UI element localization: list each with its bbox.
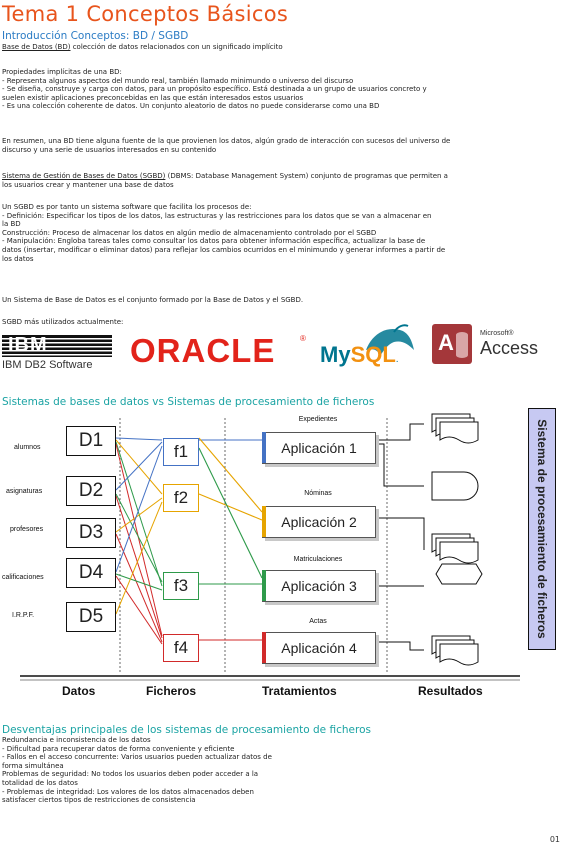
access-icon: A [432, 324, 472, 364]
props-item: - Se diseña, construye y carga con datos… [2, 85, 427, 94]
disadv-item: - Fallos en el acceso concurrente: Vario… [2, 753, 272, 762]
process-line: Un SGBD es por tanto un sistema software… [2, 203, 252, 211]
props-heading: Propiedades implícitas de una BD: [2, 68, 122, 76]
props-item: - Es una colección coherente de datos. U… [2, 102, 380, 111]
ibm-mark: IBM [8, 334, 48, 356]
fichero-box: f2 [163, 484, 199, 512]
process-line: - Manipulación: Engloba tareas tales com… [2, 237, 426, 246]
disadv-item: forma simultánea [2, 761, 64, 770]
bd-term: Base de Datos (BD) [2, 43, 71, 51]
app-box: Aplicación 3 [262, 570, 376, 602]
oracle-registered-icon: ® [300, 334, 306, 343]
app-box: Aplicación 4 [262, 632, 376, 664]
app-accent [262, 570, 266, 601]
props-block: Propiedades implícitas de una BD: - Repr… [2, 68, 427, 111]
app-accent [262, 432, 266, 463]
fichero-box: f3 [163, 572, 199, 600]
fichero-box: f4 [163, 634, 199, 662]
mysql-wordmark: MySQL. [320, 342, 399, 368]
datos-box: D4 [66, 558, 116, 588]
process-line: la BD [2, 220, 21, 229]
disadv-block: Redundancia e inconsistencia de los dato… [2, 736, 272, 805]
ibm-stripe-graphic [2, 335, 112, 357]
summary-block: En resumen, una BD tiene alguna fuente d… [2, 137, 450, 154]
access-logo: A Microsoft® Access [430, 320, 542, 368]
footer-label: Tratamientos [262, 684, 337, 698]
bd-def: colección de datos relacionados con un s… [70, 43, 283, 51]
props-item: - Representa algunos aspectos del mundo … [2, 76, 354, 85]
datos-box: D3 [66, 518, 116, 548]
app-accent [262, 506, 266, 537]
props-item: suelen existir aplicaciones preconcebida… [2, 93, 304, 102]
system-sentence: Un Sistema de Base de Datos es el conjun… [2, 296, 304, 304]
diagram-lines [20, 413, 520, 681]
summary-line: discurso y una serie de usuarios interes… [2, 145, 217, 154]
intro-heading: Introducción Conceptos: BD / SGBD [2, 30, 189, 42]
datos-label: calificaciones [2, 574, 44, 581]
page-number: 01 [549, 835, 560, 844]
mysql-my: My [320, 342, 351, 367]
disadv-item: totalidad de los datos [2, 778, 78, 787]
oracle-logo: ORACLE [130, 332, 276, 369]
footer-label: Resultados [418, 684, 483, 698]
footer-label: Datos [62, 684, 96, 698]
access-db-cylinder [456, 332, 468, 358]
app-box: Aplicación 2 [262, 506, 376, 538]
mysql-logo: MySQL. [318, 320, 418, 370]
datos-box: D5 [66, 602, 116, 632]
access-name: Access [480, 338, 539, 358]
datos-label: I.R.P.F. [12, 612, 35, 619]
page-title: Tema 1 Conceptos Básicos [2, 2, 289, 26]
ibm-stripes: IBM [2, 334, 112, 357]
file-processing-diagram: alumnos D1 asignaturas D2 profesores D3 … [0, 410, 566, 700]
sgbd-line2: los usuarios crear y mantener una base d… [2, 180, 174, 189]
disadv-item: - Dificultad para recuperar datos de for… [2, 744, 235, 753]
datos-label: alumnos [14, 444, 41, 451]
mysql-sql: SQL [350, 342, 396, 367]
sgbd-term: Sistema de Gestión de Bases de Datos (SG… [2, 172, 166, 180]
process-line: - Definición: Especificar los tipos de l… [2, 211, 432, 220]
app-box: Aplicación 1 [262, 432, 376, 464]
process-block: Un SGBD es por tanto un sistema software… [2, 203, 445, 263]
footer-label: Ficheros [146, 684, 197, 698]
datos-box: D1 [66, 426, 116, 456]
access-letter: A [438, 330, 454, 355]
app-label: Nóminas [304, 490, 332, 497]
process-line: los datos [2, 254, 34, 263]
fichero-box: f1 [163, 438, 199, 466]
mysql-dot: . [395, 355, 399, 365]
disadv-item: Redundancia e inconsistencia de los dato… [2, 736, 151, 744]
bd-definition: Base de Datos (BD) colección de datos re… [2, 43, 283, 52]
app-accent [262, 632, 266, 663]
sgbd-block: Sistema de Gestión de Bases de Datos (SG… [2, 172, 448, 189]
app-label: Actas [309, 618, 327, 625]
side-label-box: Sistema de procesamiento de ficheros [528, 408, 556, 650]
app-label: Matriculaciones [293, 556, 343, 563]
access-microsoft: Microsoft® [480, 330, 514, 337]
datos-box: D2 [66, 476, 116, 506]
side-label: Sistema de procesamiento de ficheros [535, 419, 549, 639]
process-line: Construcción: Proceso de almacenar los d… [2, 228, 377, 237]
summary-line: En resumen, una BD tiene alguna fuente d… [2, 137, 451, 145]
dolphin-icon [366, 324, 414, 356]
disadv-item: satisfacer ciertos tipos de restriccione… [2, 796, 196, 805]
datos-label: asignaturas [6, 488, 43, 495]
sgbd-rest: (DBMS: Database Management System) conju… [165, 172, 448, 180]
disadv-item: - Problemas de integridad: Los valores d… [2, 787, 254, 796]
ibm-db2-logo: IBM IBM DB2 Software [2, 334, 112, 371]
datos-label: profesores [10, 526, 44, 533]
disadv-item: Problemas de seguridad: No todos los usu… [2, 770, 259, 779]
app-label: Expedientes [298, 416, 338, 423]
disadv-heading: Desventajas principales de los sistemas … [2, 724, 371, 736]
logos-heading: SGBD más utilizados actualmente: [2, 318, 124, 326]
process-line: datos (insertar, modificar o eliminar da… [2, 245, 446, 254]
ibm-caption: IBM DB2 Software [2, 359, 93, 371]
diagram-heading: Sistemas de bases de datos vs Sistemas d… [2, 396, 375, 408]
